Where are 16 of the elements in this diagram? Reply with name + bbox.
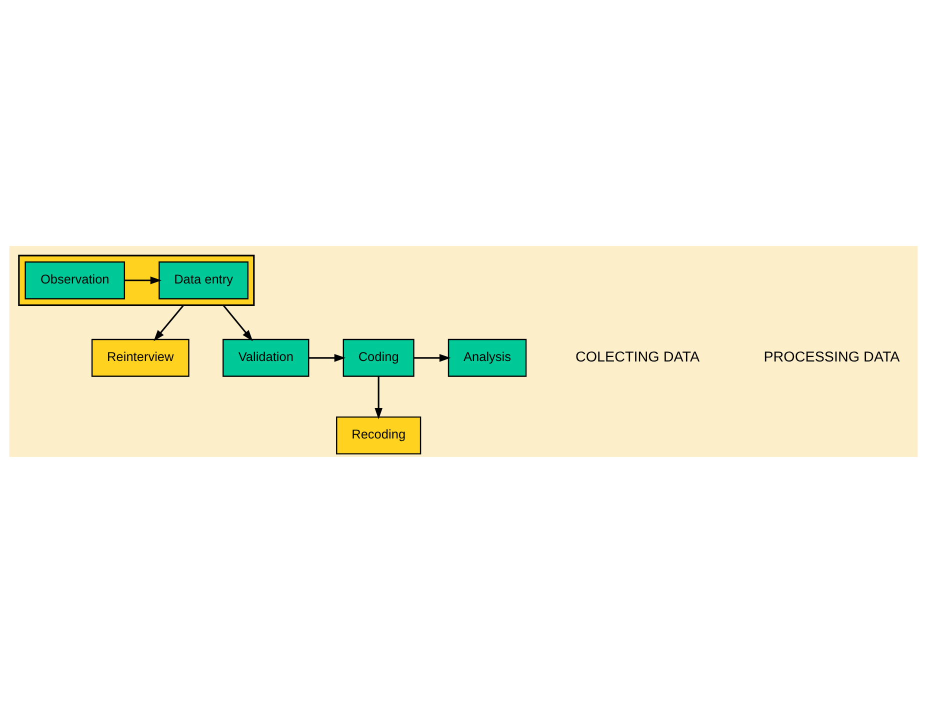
node-box: Analysis: [448, 338, 527, 376]
label: PROCESSING DATA: [764, 348, 900, 365]
node-box: Coding: [342, 338, 414, 376]
arrow: [222, 304, 253, 341]
node-box: Validation: [222, 338, 310, 376]
arrow: [308, 353, 346, 362]
arrow: [374, 376, 382, 419]
arrow: [124, 276, 162, 284]
node-box: Observation: [24, 260, 126, 299]
arrow: [154, 304, 184, 341]
node-box: Data entry: [158, 260, 248, 299]
label: COLECTING DATA: [576, 348, 700, 365]
arrow: [414, 353, 451, 362]
cluster: [18, 254, 255, 306]
node-box: Recoding: [336, 416, 422, 454]
node-box: Reinterview: [91, 338, 190, 376]
